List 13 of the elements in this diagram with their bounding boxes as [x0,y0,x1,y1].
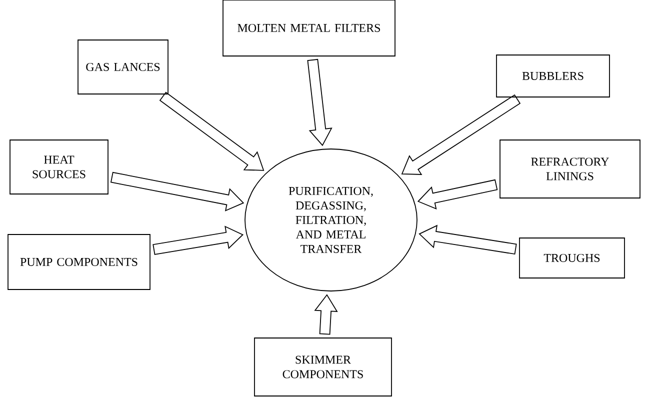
block-arrow [307,58,332,146]
label-box: GAS LANCES [78,40,168,94]
label-box: TROUGHS [519,238,625,278]
label-box: HEAT SOURCES [10,140,108,194]
block-arrow [314,294,338,335]
label-box: SKIMMER COMPONENTS [254,338,392,396]
block-arrow [417,179,498,210]
label-box: MOLTEN METAL FILTERS [222,0,396,56]
label-box: PUMP COMPONENTS [8,234,150,290]
block-arrow [152,226,244,255]
label-box: REFRACTORY LININGS [500,140,640,198]
label-box: BUBBLERS [496,54,610,98]
ellipse-node: PURIFICATION, DEGASSING, FILTRATION, AND METAL TRANSFER [244,148,418,292]
